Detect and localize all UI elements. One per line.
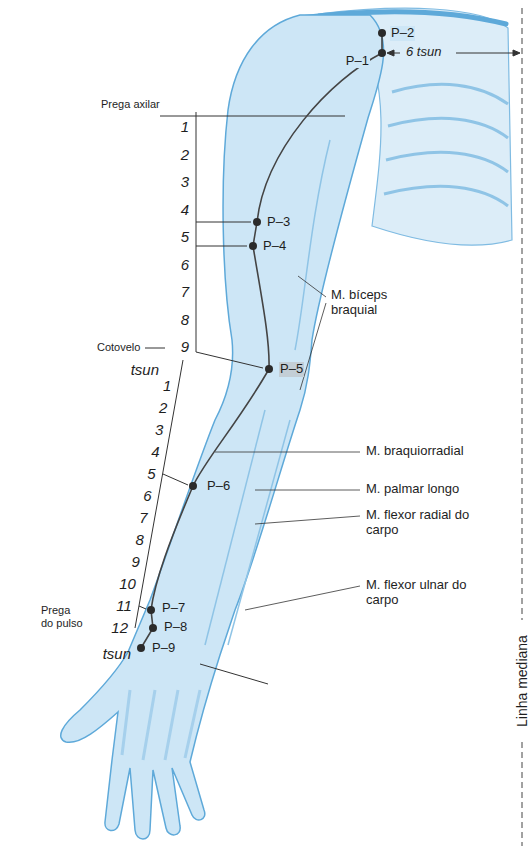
meridian-line [141, 33, 382, 648]
scale-number: 3 [154, 421, 164, 438]
unit-label: 6 tsun [405, 45, 442, 60]
scale-number: 2 [180, 146, 190, 163]
scale-number: 9 [180, 338, 190, 355]
point-label: P–7 [161, 601, 186, 616]
scale-number: 12 [110, 619, 129, 636]
scale-number: 5 [146, 465, 156, 482]
scale-lines [135, 112, 345, 684]
forearm-muscle [205, 410, 265, 645]
muscle-label: M. flexor ulnar do carpo [365, 578, 477, 608]
forearm-muscle [228, 420, 290, 645]
point-label: P–3 [266, 215, 291, 230]
landmark-label: Cotovelo [96, 341, 141, 354]
rib [384, 186, 508, 206]
rib [386, 152, 508, 172]
point-label: P–1 [345, 54, 370, 69]
point-label: P–5 [279, 362, 304, 377]
point-label: P–8 [163, 620, 188, 635]
arm-outline [61, 15, 384, 839]
axis-label: Linha mediana [514, 634, 530, 728]
scale-number: 6 [142, 487, 152, 504]
rib [388, 118, 508, 138]
midline [522, 8, 523, 620]
muscle-label: M. bíceps braquial [330, 288, 427, 318]
scale-number: 9 [130, 553, 140, 570]
scale-number: 7 [138, 509, 148, 526]
scale-number: 8 [180, 311, 190, 328]
scale-number: 7 [180, 283, 190, 300]
scale-number: 5 [180, 228, 190, 245]
scale-number: 11 [115, 597, 133, 614]
unit-label: tsun [102, 645, 132, 662]
scale-number: 8 [134, 531, 144, 548]
acupoint-dots [137, 29, 386, 652]
muscle-label: M. flexor radial do carpo [365, 508, 477, 538]
point-label: P–9 [151, 641, 176, 656]
scale-number: 3 [180, 173, 190, 190]
landmark-label: Prega do pulso [40, 604, 86, 629]
point-label: P–2 [390, 26, 415, 41]
scale-number: 1 [162, 377, 172, 394]
landmark-label: Prega axilar [100, 98, 161, 111]
scale-number: 4 [150, 443, 160, 460]
scale-number: 1 [180, 118, 190, 135]
scale-number: 2 [158, 399, 168, 416]
midline [522, 742, 523, 846]
hand-bones [122, 690, 200, 760]
muscle-label: M. palmar longo [365, 482, 460, 497]
point-label: P–4 [262, 239, 287, 254]
leader-lines [215, 276, 360, 610]
biceps-contour [295, 140, 330, 350]
rib [392, 84, 508, 104]
unit-label: tsun [130, 361, 160, 378]
scale-number: 4 [180, 201, 190, 218]
point-label: P–6 [206, 479, 231, 494]
scale-number: 10 [118, 575, 137, 592]
scale-number: 6 [180, 256, 190, 273]
muscle-label: M. braquiorradial [365, 444, 465, 459]
